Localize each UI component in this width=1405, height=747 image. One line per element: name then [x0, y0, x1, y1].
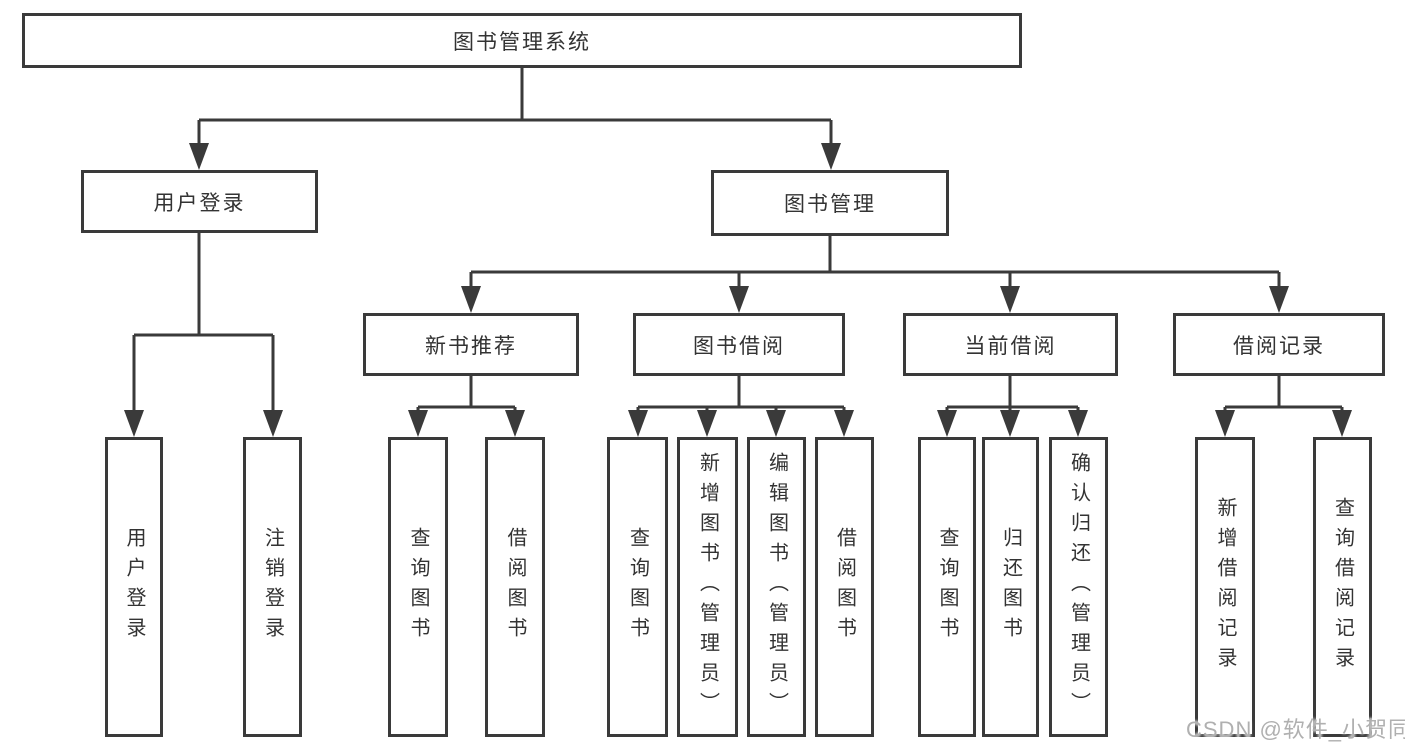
node-borrow-record-label: 借阅记录: [1233, 334, 1325, 358]
leaf-user-login-label: 用户登录: [123, 527, 145, 647]
leaf-borrow-book-1: 借阅图书: [485, 437, 545, 737]
leaf-borrow-book-1-label: 借阅图书: [504, 527, 526, 647]
node-new-book-recommend-label: 新书推荐: [425, 334, 517, 358]
leaf-query-book-1: 查询图书: [388, 437, 448, 737]
node-book-management-label: 图书管理: [784, 193, 876, 216]
node-root-label: 图书管理系统: [453, 30, 591, 54]
leaf-borrow-book-2-label: 借阅图书: [833, 527, 856, 647]
leaf-query-borrow-record-label: 查询借阅记录: [1331, 497, 1354, 677]
node-book-management: 图书管理: [711, 170, 949, 236]
node-current-borrow: 当前借阅: [903, 313, 1118, 376]
node-new-book-recommend: 新书推荐: [363, 313, 579, 376]
leaf-add-borrow-record-label: 新增借阅记录: [1214, 497, 1236, 677]
leaf-query-borrow-record: 查询借阅记录: [1313, 437, 1372, 737]
leaf-confirm-return-admin-label: 确认归还（管理员）: [1067, 452, 1090, 722]
leaf-logout-label: 注销登录: [261, 527, 284, 647]
node-borrow-record: 借阅记录: [1173, 313, 1385, 376]
node-current-borrow-label: 当前借阅: [964, 334, 1057, 358]
leaf-add-borrow-record: 新增借阅记录: [1195, 437, 1255, 737]
leaf-query-book-1-label: 查询图书: [407, 527, 429, 647]
leaf-edit-book-admin: 编辑图书（管理员）: [747, 437, 806, 737]
leaf-query-book-2-label: 查询图书: [626, 527, 649, 647]
leaf-return-book-label: 归还图书: [999, 527, 1022, 647]
arrowheads: [124, 143, 1352, 437]
leaf-confirm-return-admin: 确认归还（管理员）: [1049, 437, 1108, 737]
node-book-borrow: 图书借阅: [633, 313, 845, 376]
leaf-user-login: 用户登录: [105, 437, 163, 737]
leaf-add-book-admin-label: 新增图书（管理员）: [696, 452, 719, 722]
leaf-query-book-2: 查询图书: [607, 437, 668, 737]
leaf-query-book-3: 查询图书: [918, 437, 976, 737]
leaf-return-book: 归还图书: [982, 437, 1039, 737]
leaf-borrow-book-2: 借阅图书: [815, 437, 874, 737]
csdn-watermark: CSDN @软件_小贺同学: [1186, 717, 1405, 742]
node-user-login-label: 用户登录: [153, 191, 246, 215]
node-user-login: 用户登录: [81, 170, 318, 233]
node-book-borrow-label: 图书借阅: [693, 334, 785, 358]
node-root: 图书管理系统: [22, 13, 1022, 68]
connector-lines: [132, 68, 1344, 413]
leaf-add-book-admin: 新增图书（管理员）: [677, 437, 738, 737]
leaf-logout: 注销登录: [243, 437, 302, 737]
leaf-edit-book-admin-label: 编辑图书（管理员）: [765, 452, 788, 722]
leaf-query-book-3-label: 查询图书: [936, 527, 958, 647]
